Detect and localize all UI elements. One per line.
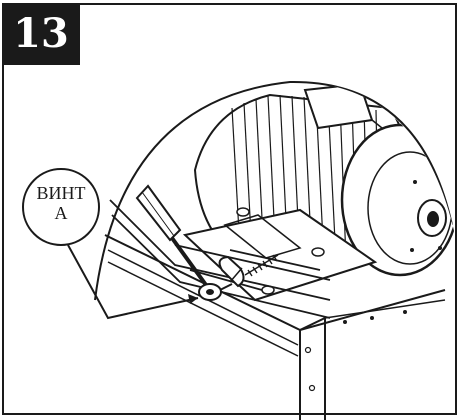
- motor-terminal-box: [303, 82, 374, 130]
- callout-leader: [67, 244, 199, 320]
- callout-label-line2: А: [54, 203, 68, 223]
- callout-circle: [22, 168, 100, 246]
- step-number-badge: 13: [2, 3, 80, 65]
- cutaway-outline: [94, 80, 453, 301]
- callout-label-line1: ВИНТ: [36, 183, 86, 203]
- callout-label: ВИНТ А: [22, 183, 100, 223]
- screwdriver-shaft: [170, 236, 208, 287]
- motor-end-cover: [340, 123, 455, 277]
- figure-frame: [2, 3, 457, 415]
- tension-screw-thread: [244, 254, 279, 277]
- slide-rails: [109, 199, 331, 319]
- wing-nut: [218, 255, 245, 288]
